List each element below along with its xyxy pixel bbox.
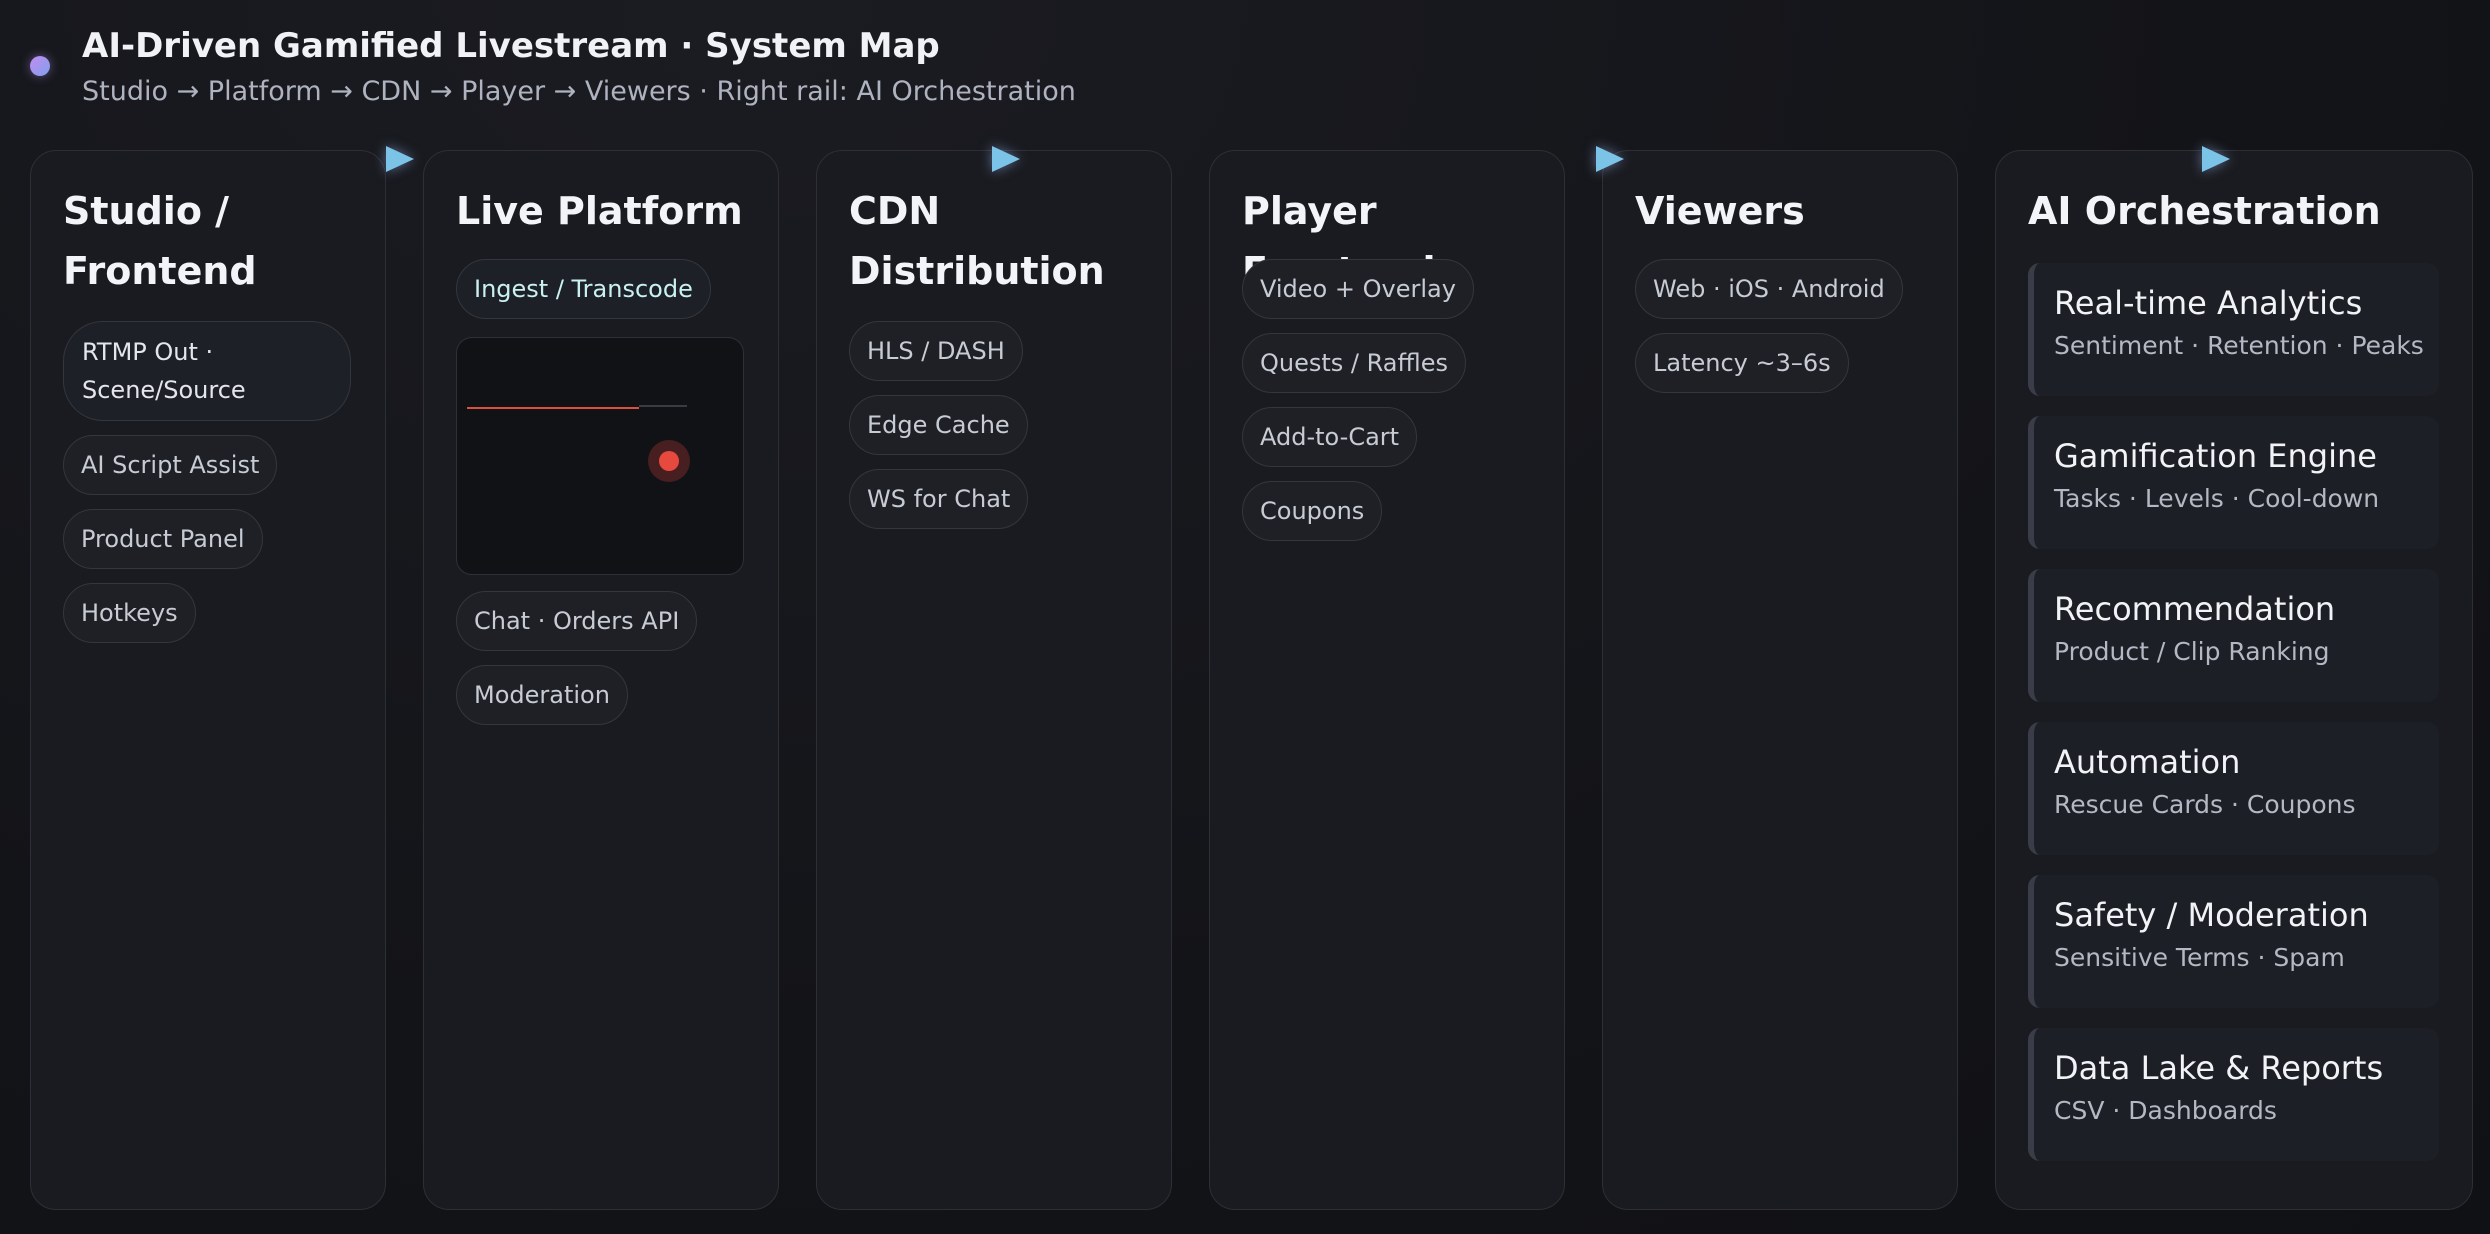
ai-card-title: Recommendation — [2054, 590, 2336, 628]
chip-ai-script-assist[interactable]: AI Script Assist — [63, 435, 278, 495]
chip-rtmp-out[interactable]: RTMP Out · Scene/Source — [63, 321, 351, 421]
stream-preview-panel — [456, 337, 744, 575]
chip-product-panel[interactable]: Product Panel — [63, 509, 263, 569]
column-ai-orchestration: AI Orchestration Real-time Analytics Sen… — [1995, 150, 2473, 1210]
ai-card-subtitle: Product / Clip Ranking — [2054, 637, 2330, 666]
column-title-line: CDN — [849, 189, 941, 233]
column-title: CDN Distribution — [849, 181, 1105, 301]
chip-ws-for-chat[interactable]: WS for Chat — [849, 469, 1029, 529]
chip-video-overlay[interactable]: Video + Overlay — [1242, 259, 1474, 319]
ai-card-title: Automation — [2054, 743, 2241, 781]
column-title-line: Frontend — [63, 249, 257, 293]
column-viewers: Viewers Web · iOS · Android Latency ~3–6… — [1602, 150, 1958, 1210]
page-title: AI-Driven Gamified Livestream · System M… — [82, 26, 940, 66]
ai-card-gamification-engine[interactable]: Gamification Engine Tasks · Levels · Coo… — [2028, 416, 2439, 549]
chip-hls-dash[interactable]: HLS / DASH — [849, 321, 1023, 381]
chip-moderation[interactable]: Moderation — [456, 665, 628, 725]
chip-quests-raffles[interactable]: Quests / Raffles — [1242, 333, 1466, 393]
chip-list: Web · iOS · Android Latency ~3–6s — [1635, 259, 1903, 393]
column-live-platform: Live Platform Ingest / Transcode Chat · … — [423, 150, 779, 1210]
chip-list: Video + Overlay Quests / Raffles Add-to-… — [1242, 259, 1474, 541]
ai-card-title: Real-time Analytics — [2054, 284, 2363, 322]
chip-edge-cache[interactable]: Edge Cache — [849, 395, 1028, 455]
ai-card-title: Safety / Moderation — [2054, 896, 2369, 934]
chip-chat-orders-api[interactable]: Chat · Orders API — [456, 591, 698, 651]
ai-card-subtitle: Rescue Cards · Coupons — [2054, 790, 2356, 819]
header: AI-Driven Gamified Livestream · System M… — [0, 0, 2490, 140]
ai-card-recommendation[interactable]: Recommendation Product / Clip Ranking — [2028, 569, 2439, 702]
signal-preview-graphic — [467, 405, 690, 482]
chip-latency[interactable]: Latency ~3–6s — [1635, 333, 1849, 393]
page-subtitle: Studio → Platform → CDN → Player → Viewe… — [82, 76, 1076, 107]
chip-platforms[interactable]: Web · iOS · Android — [1635, 259, 1903, 319]
ai-card-subtitle: Sensitive Terms · Spam — [2054, 943, 2345, 972]
flow-arrow-icon — [992, 146, 1020, 172]
chip-list: Ingest / Transcode — [456, 259, 711, 319]
ai-card-data-lake-reports[interactable]: Data Lake & Reports CSV · Dashboards — [2028, 1028, 2439, 1161]
ai-card-title: Data Lake & Reports — [2054, 1049, 2384, 1087]
column-cdn-distribution: CDN Distribution HLS / DASH Edge Cache W… — [816, 150, 1172, 1210]
flow-arrow-icon — [1596, 146, 1624, 172]
status-dot-icon — [30, 56, 50, 76]
live-dot-icon — [659, 451, 679, 471]
flow-arrow-icon — [386, 146, 414, 172]
ai-card-subtitle: Tasks · Levels · Cool-down — [2054, 484, 2380, 513]
column-player-frontend: Player Frontend Video + Overlay Quests /… — [1209, 150, 1565, 1210]
ai-card-subtitle: Sentiment · Retention · Peaks — [2054, 331, 2424, 360]
flow-arrow-icon — [2202, 146, 2230, 172]
ai-card-automation[interactable]: Automation Rescue Cards · Coupons — [2028, 722, 2439, 855]
ai-card-title: Gamification Engine — [2054, 437, 2377, 475]
ai-card-list: Real-time Analytics Sentiment · Retentio… — [2028, 263, 2439, 1161]
ai-card-subtitle: CSV · Dashboards — [2054, 1096, 2277, 1125]
chip-list: HLS / DASH Edge Cache WS for Chat — [849, 321, 1029, 529]
column-title-line: Studio / — [63, 189, 230, 233]
column-title: Studio / Frontend — [63, 181, 257, 301]
column-title-line: Distribution — [849, 249, 1105, 293]
chip-add-to-cart[interactable]: Add-to-Cart — [1242, 407, 1418, 467]
column-title: Viewers — [1635, 189, 1805, 233]
ai-card-safety-moderation[interactable]: Safety / Moderation Sensitive Terms · Sp… — [2028, 875, 2439, 1008]
chip-coupons[interactable]: Coupons — [1242, 481, 1383, 541]
column-title: Live Platform — [456, 189, 743, 233]
chip-list: Chat · Orders API Moderation — [456, 591, 698, 725]
column-studio-frontend: Studio / Frontend RTMP Out · Scene/Sourc… — [30, 150, 386, 1210]
chip-list: RTMP Out · Scene/Source AI Script Assist… — [63, 321, 351, 643]
chip-ingest-transcode[interactable]: Ingest / Transcode — [456, 259, 711, 319]
column-title: AI Orchestration — [2028, 189, 2381, 233]
ai-card-realtime-analytics[interactable]: Real-time Analytics Sentiment · Retentio… — [2028, 263, 2439, 396]
chip-hotkeys[interactable]: Hotkeys — [63, 583, 196, 643]
